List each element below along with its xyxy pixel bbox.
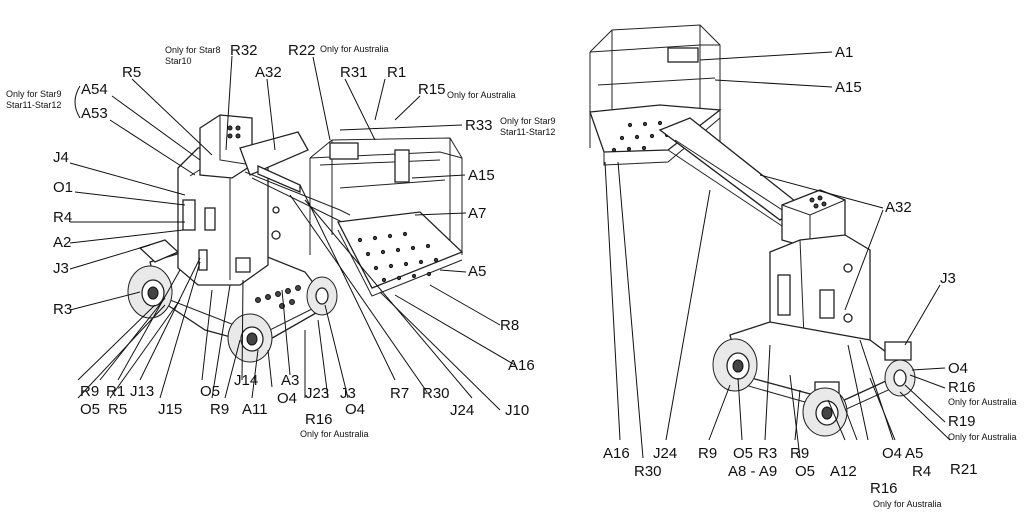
label-O4-right-b: O4: [882, 445, 902, 462]
note-australia-r19: Only for Australia: [948, 432, 1017, 442]
note-bracket: [74, 85, 81, 119]
label-J24-left: J24: [450, 402, 474, 419]
label-A1: A1: [835, 44, 853, 61]
label-R16-right: R16: [948, 379, 976, 396]
label-R3-right: R3: [758, 445, 777, 462]
label-O5-left-b: O5: [80, 401, 100, 418]
label-O4-left-b: O4: [345, 401, 365, 418]
label-A8-A9: A8 - A9: [728, 463, 777, 480]
label-A53: A53: [81, 105, 108, 122]
label-O5-left-a: O5: [200, 383, 220, 400]
label-A16-right: A16: [603, 445, 630, 462]
label-R4-right: R4: [912, 463, 931, 480]
label-R9-left-a: R9: [80, 383, 99, 400]
note-star11-r33: Star11-Star12: [500, 127, 555, 137]
label-A2: A2: [53, 234, 71, 251]
note-australia-r16-left: Only for Australia: [300, 429, 369, 439]
label-A15-left: A15: [468, 167, 495, 184]
left-labels: R32 R22 R5 A32 R31 R1 R15 A54 A53 R33 J4…: [53, 42, 535, 428]
notes: Only for Star8 Star10 Only for Australia…: [6, 44, 1017, 509]
note-australia-r22: Only for Australia: [320, 44, 389, 54]
label-R31: R31: [340, 64, 368, 81]
label-J3-left-b: J3: [340, 385, 356, 402]
label-J3-right: J3: [940, 270, 956, 287]
note-star9-r33: Only for Star9: [500, 116, 556, 126]
label-J3-left-a: J3: [53, 260, 69, 277]
label-R1-bottom: R1: [106, 383, 125, 400]
label-R5: R5: [122, 64, 141, 81]
label-J23: J23: [305, 385, 329, 402]
label-R9-right-a: R9: [698, 445, 717, 462]
label-A3: A3: [281, 372, 299, 389]
platform-floor-dots: [357, 231, 439, 283]
label-A54: A54: [81, 81, 108, 98]
label-R8: R8: [500, 317, 519, 334]
label-R30-right: R30: [634, 463, 662, 480]
label-R3-left: R3: [53, 301, 72, 318]
label-R7: R7: [390, 385, 409, 402]
leader-lines: [69, 51, 951, 459]
label-A12: A12: [830, 463, 857, 480]
label-R9-right-b: R9: [790, 445, 809, 462]
label-R16-left: R16: [305, 411, 333, 428]
label-A16-left: A16: [508, 357, 535, 374]
label-J15: J15: [158, 401, 182, 418]
label-R22: R22: [288, 42, 316, 59]
label-J4: J4: [53, 149, 69, 166]
label-R21: R21: [950, 461, 978, 478]
label-J14: J14: [234, 372, 258, 389]
note-star11-left: Star11-Star12: [6, 100, 61, 110]
note-australia-r15: Only for Australia: [447, 90, 516, 100]
right-labels: A1 A15 A32 J3 O4 R16 R19 A16 J24 R9 O5 R…: [603, 44, 978, 497]
note-star10: Star10: [165, 56, 192, 66]
label-A7: A7: [468, 205, 486, 222]
label-J10: J10: [505, 402, 529, 419]
label-R30-left: R30: [422, 385, 450, 402]
label-J24-right: J24: [653, 445, 677, 462]
label-J13: J13: [130, 383, 154, 400]
label-A11: A11: [242, 401, 268, 418]
label-R19: R19: [948, 413, 976, 430]
label-R9-left-b: R9: [210, 401, 229, 418]
label-O5-right-a: O5: [733, 445, 753, 462]
label-O5-right-b: O5: [795, 463, 815, 480]
label-A5-left: A5: [468, 263, 486, 280]
label-A32: A32: [255, 64, 282, 81]
label-R16-right-bottom: R16: [870, 480, 898, 497]
note-australia-r16-right2: Only for Australia: [873, 499, 942, 509]
label-A15-right: A15: [835, 79, 862, 96]
label-R1: R1: [387, 64, 406, 81]
label-R15: R15: [418, 81, 446, 98]
note-star9-left: Only for Star9: [6, 89, 62, 99]
label-R4-left: R4: [53, 209, 72, 226]
label-R33: R33: [465, 117, 493, 134]
label-A32-right: A32: [885, 199, 912, 216]
label-O1: O1: [53, 179, 73, 196]
note-star8: Only for Star8: [165, 45, 221, 55]
label-R5-bottom: R5: [108, 401, 127, 418]
note-australia-r16-right: Only for Australia: [948, 397, 1017, 407]
right-machine-drawing: [589, 24, 916, 437]
label-O4-right-a: O4: [948, 360, 968, 377]
left-machine-drawing: [127, 114, 464, 363]
label-R32: R32: [230, 42, 258, 59]
label-A5-right: A5: [905, 445, 923, 462]
label-O4-left-a: O4: [277, 390, 297, 407]
